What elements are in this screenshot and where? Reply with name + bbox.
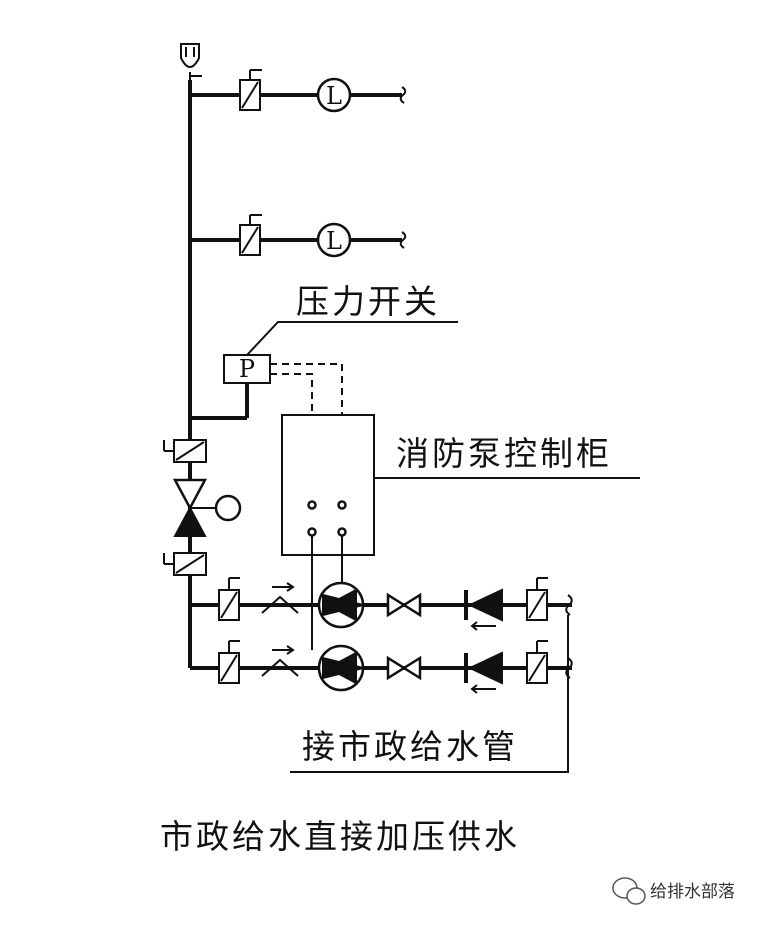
- lamp-symbol: L: [326, 227, 342, 255]
- signal-wiring: [270, 363, 343, 502]
- float-valve-icon: [172, 478, 242, 537]
- municipal-supply-label: 接市政给水管: [302, 727, 518, 766]
- municipal-supply-leader: [290, 615, 569, 773]
- lamp-fixture-icon: L: [316, 222, 352, 258]
- pressure-switch-symbol: P: [239, 355, 255, 383]
- butterfly-valve-icon: [386, 655, 422, 681]
- gate-valve-icon: [163, 552, 207, 576]
- pressure-switch: P 压力开关: [190, 282, 458, 420]
- gate-valve-icon: [239, 69, 262, 111]
- lamp-fixture-icon: L: [316, 77, 352, 113]
- lamp-symbol: L: [326, 82, 342, 110]
- gate-valve-icon: [163, 439, 207, 463]
- control-cabinet-label: 消防泵控制柜: [396, 434, 612, 473]
- diagram-caption: 市政给水直接加压供水: [160, 817, 520, 856]
- watermark: 给排水部落: [612, 877, 735, 905]
- break-line-icon: [399, 231, 407, 249]
- fire-pump-control-cabinet: 消防泵控制柜: [281, 414, 640, 556]
- gate-valve-icon: [218, 640, 240, 684]
- butterfly-valve-icon: [386, 592, 422, 618]
- check-valve-icon: [261, 582, 299, 614]
- break-line-icon: [565, 594, 573, 616]
- pump-icon: [317, 644, 365, 692]
- motor-wiring: [311, 536, 343, 650]
- pump-icon: [317, 581, 365, 629]
- gate-valve-icon: [218, 577, 240, 621]
- upper-branch-2: L: [190, 214, 407, 258]
- pump-line-2: [190, 640, 573, 694]
- gate-valve-icon: [239, 214, 262, 256]
- gate-valve-icon: [526, 640, 548, 684]
- riser-valve-group: [163, 439, 242, 576]
- watermark-text: 给排水部落: [650, 882, 735, 902]
- municipal-supply: 接市政给水管: [290, 615, 569, 773]
- pressure-switch-leader: [246, 321, 458, 356]
- break-line-icon: [399, 86, 407, 104]
- gate-valve-icon: [526, 577, 548, 621]
- chat-bubble-icon: [612, 877, 646, 905]
- check-valve-icon: [261, 645, 299, 677]
- backflow-preventer-icon: [464, 651, 503, 694]
- pressure-switch-label: 压力开关: [296, 282, 440, 321]
- upper-branch-1: L: [190, 69, 407, 113]
- air-vent-icon: [180, 43, 202, 82]
- backflow-preventer-icon: [464, 588, 503, 631]
- control-cabinet-box: [281, 414, 375, 556]
- pump-line-1: [190, 577, 573, 631]
